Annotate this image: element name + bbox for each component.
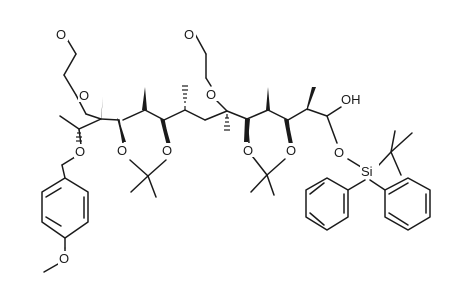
- skeleton-bonds: [43, 33, 413, 273]
- atom-labels: O O O O O O O O O O OH O Si: [55, 27, 379, 266]
- atom-o-mom-left: O: [79, 88, 89, 103]
- atom-o-pmb-methoxy: O: [59, 251, 69, 266]
- atom-si: Si: [361, 164, 373, 179]
- atom-o-mom-center-top: O: [184, 27, 194, 42]
- pmb-benzene-ring: [41, 177, 89, 249]
- phenyl-ring-right: [384, 177, 431, 231]
- atom-o-ring-left-a: O: [117, 143, 127, 158]
- stereo-bonds: [76, 85, 316, 146]
- atom-o-silyl: O: [334, 145, 344, 160]
- phenyl-ring-left: [305, 177, 349, 231]
- atom-o-ring-left-b: O: [162, 143, 172, 158]
- atom-o-mom-left-top: O: [56, 27, 66, 42]
- atom-o-mom-center: O: [206, 87, 216, 102]
- atom-o-ring-right-b: O: [286, 143, 296, 158]
- atom-o-ring-right-a: O: [243, 143, 253, 158]
- atom-o-pmb-ether: O: [75, 144, 85, 159]
- atom-oh: OH: [341, 92, 361, 107]
